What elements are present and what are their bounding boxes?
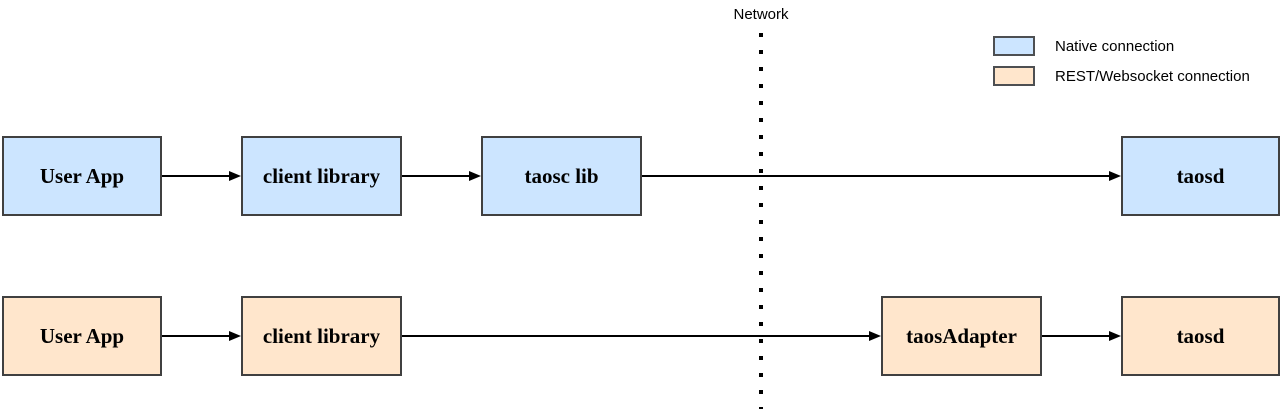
node-label: taosc lib (524, 163, 599, 188)
legend: Native connection REST/Websocket connect… (993, 34, 1250, 94)
node-label: taosd (1176, 163, 1225, 188)
arrow-clientlibrary-to-taosclib (402, 171, 481, 181)
node-user-app-native: User App (2, 136, 162, 216)
arrow-taosadapter-to-taosd (1042, 331, 1121, 341)
legend-item-rest: REST/Websocket connection (993, 64, 1250, 88)
node-taosd-rest: taosd (1121, 296, 1280, 376)
node-label: User App (39, 163, 125, 188)
node-label: taosd (1176, 323, 1225, 348)
node-taosd-native: taosd (1121, 136, 1280, 216)
network-divider-line (759, 33, 763, 409)
node-label: User App (39, 323, 125, 348)
legend-item-native: Native connection (993, 34, 1250, 58)
arrow-userapp-to-clientlibrary-native (162, 171, 241, 181)
arrow-clientlibrary-to-taosadapter (402, 331, 881, 341)
node-label: taosAdapter (906, 323, 1017, 348)
arrow-taosclib-to-taosd (642, 171, 1121, 181)
node-taosc-lib: taosc lib (481, 136, 642, 216)
arrow-userapp-to-clientlibrary-rest (162, 331, 241, 341)
network-label: Network (733, 6, 789, 23)
node-user-app-rest: User App (2, 296, 162, 376)
node-client-library-native: client library (241, 136, 402, 216)
node-label: client library (262, 323, 381, 348)
legend-swatch-rest-icon (993, 66, 1035, 86)
node-taosadapter: taosAdapter (881, 296, 1042, 376)
legend-label-native: Native connection (1055, 37, 1175, 55)
node-client-library-rest: client library (241, 296, 402, 376)
legend-swatch-native-icon (993, 36, 1035, 56)
legend-label-rest: REST/Websocket connection (1055, 67, 1250, 85)
node-label: client library (262, 163, 381, 188)
